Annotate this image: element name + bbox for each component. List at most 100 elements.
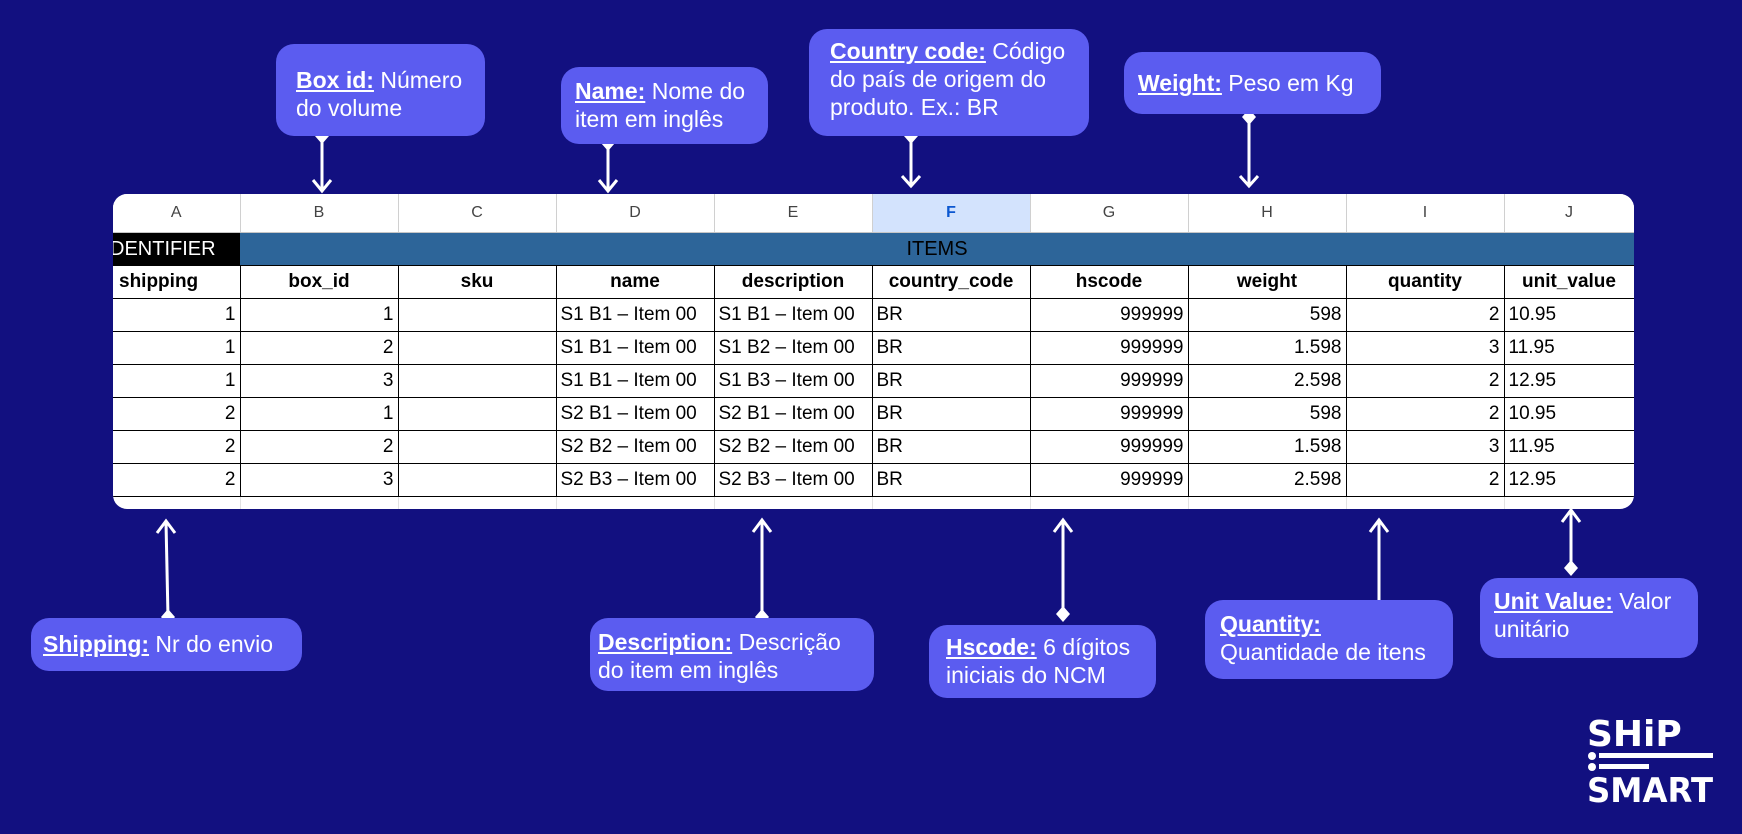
cell-hscode[interactable]: 999999 — [1030, 463, 1189, 497]
cell-description[interactable]: S2 B2 – Item 00 — [714, 430, 873, 464]
cell-country-code[interactable]: BR — [872, 430, 1031, 464]
cell-description[interactable]: S2 B3 – Item 00 — [714, 463, 873, 497]
field-header-description[interactable]: description — [714, 265, 873, 299]
cell-quantity[interactable]: 2 — [1346, 397, 1505, 431]
cell-unit-value[interactable]: 11.95 — [1504, 430, 1634, 464]
column-header-d[interactable]: D — [556, 194, 715, 233]
cell-weight[interactable]: 1.598 — [1188, 430, 1347, 464]
cell-name[interactable]: S1 B1 – Item 00 — [556, 331, 715, 365]
cell-name[interactable]: S1 B1 – Item 00 — [556, 364, 715, 398]
cell-name[interactable]: S2 B3 – Item 00 — [556, 463, 715, 497]
cell-country-code[interactable]: BR — [872, 397, 1031, 431]
field-header-quantity[interactable]: quantity — [1346, 265, 1505, 299]
group-header-row: DENTIFIER ITEMS — [113, 232, 1634, 266]
cell-unit-value[interactable]: 11.95 — [1504, 331, 1634, 365]
cell-weight[interactable]: 598 — [1188, 397, 1347, 431]
cell-weight[interactable]: 2.598 — [1188, 364, 1347, 398]
column-header-e[interactable]: E — [714, 194, 873, 233]
cell-description[interactable]: S2 B1 – Item 00 — [714, 397, 873, 431]
field-header-country-code[interactable]: country_code — [872, 265, 1031, 299]
field-header-name[interactable]: name — [556, 265, 715, 299]
cell-hscode[interactable]: 999999 — [1030, 397, 1189, 431]
column-header-f[interactable]: F — [872, 194, 1031, 233]
column-header-c[interactable]: C — [398, 194, 557, 233]
field-header-shipping[interactable]: shipping — [113, 265, 241, 299]
cell-sku[interactable] — [398, 298, 557, 332]
cell-description[interactable]: S1 B1 – Item 00 — [714, 298, 873, 332]
column-header-a[interactable]: A — [113, 194, 241, 233]
callout-text: Nr do envio — [149, 631, 274, 657]
name-callout: Name: Nome do item em inglês — [561, 67, 768, 144]
cell-box-id[interactable]: 1 — [240, 298, 399, 332]
cell-unit-value[interactable]: 12.95 — [1504, 463, 1634, 497]
field-header-box-id[interactable]: box_id — [240, 265, 399, 299]
cell-unit-value[interactable]: 12.95 — [1504, 364, 1634, 398]
cell-sku[interactable] — [398, 430, 557, 464]
cell-box-id[interactable]: 1 — [240, 397, 399, 431]
callout-text: Número do volume — [296, 67, 463, 121]
column-header-g[interactable]: G — [1030, 194, 1189, 233]
column-header-i[interactable]: I — [1346, 194, 1505, 233]
cell-name[interactable]: S1 B1 – Item 00 — [556, 298, 715, 332]
cell-hscode[interactable]: 999999 — [1030, 364, 1189, 398]
identifier-group-cell[interactable]: DENTIFIER — [113, 232, 240, 266]
cell-hscode[interactable]: 999999 — [1030, 331, 1189, 365]
cell-hscode[interactable]: 999999 — [1030, 430, 1189, 464]
cell-country-code[interactable]: BR — [872, 331, 1031, 365]
column-header-row: A B C D E F G H I J — [113, 194, 1634, 233]
cell-quantity[interactable]: 2 — [1346, 298, 1505, 332]
callout-text: Nome do item em inglês — [575, 78, 746, 132]
cell-box-id[interactable]: 2 — [240, 331, 399, 365]
cell-shipping[interactable]: 1 — [113, 364, 241, 398]
callout-term: Hscode: — [946, 634, 1037, 660]
items-group-cell[interactable]: ITEMS — [240, 232, 1634, 266]
cell-sku[interactable] — [398, 331, 557, 365]
box-id-callout: Box id: Número do volume — [276, 44, 485, 136]
callout-term: Unit Value: — [1494, 588, 1613, 614]
cell-weight[interactable]: 2.598 — [1188, 463, 1347, 497]
cell-shipping[interactable]: 2 — [113, 430, 241, 464]
cell-shipping[interactable]: 2 — [113, 397, 241, 431]
cell-weight[interactable]: 598 — [1188, 298, 1347, 332]
cell-country-code[interactable]: BR — [872, 364, 1031, 398]
field-header-hscode[interactable]: hscode — [1030, 265, 1189, 299]
column-header-j[interactable]: J — [1504, 194, 1634, 233]
callout-term: Description: — [598, 629, 733, 655]
cell-shipping[interactable]: 1 — [113, 331, 241, 365]
callout-term: Quantity: — [1220, 611, 1321, 637]
field-header-sku[interactable]: sku — [398, 265, 557, 299]
cell-quantity[interactable]: 2 — [1346, 463, 1505, 497]
field-header-unit-value[interactable]: unit_value — [1504, 265, 1634, 299]
column-header-h[interactable]: H — [1188, 194, 1347, 233]
cell-description[interactable]: S1 B3 – Item 00 — [714, 364, 873, 398]
field-header-weight[interactable]: weight — [1188, 265, 1347, 299]
cell-quantity[interactable]: 3 — [1346, 331, 1505, 365]
cell-quantity[interactable]: 3 — [1346, 430, 1505, 464]
cell-unit-value[interactable]: 10.95 — [1504, 298, 1634, 332]
cell-quantity[interactable]: 2 — [1346, 364, 1505, 398]
cell-sku[interactable] — [398, 364, 557, 398]
cell-hscode[interactable]: 999999 — [1030, 298, 1189, 332]
cell-name[interactable]: S2 B2 – Item 00 — [556, 430, 715, 464]
cell-box-id[interactable]: 3 — [240, 463, 399, 497]
cell-unit-value[interactable]: 10.95 — [1504, 397, 1634, 431]
cell-shipping[interactable]: 1 — [113, 298, 241, 332]
cell-box-id[interactable]: 3 — [240, 364, 399, 398]
cell-shipping[interactable]: 2 — [113, 463, 241, 497]
cell-description[interactable]: S1 B2 – Item 00 — [714, 331, 873, 365]
cell-sku[interactable] — [398, 463, 557, 497]
logo-line2: SMART — [1587, 771, 1714, 807]
cell-country-code[interactable]: BR — [872, 298, 1031, 332]
cell-country-code[interactable]: BR — [872, 463, 1031, 497]
column-header-b[interactable]: B — [240, 194, 399, 233]
callout-text: Valor unitário — [1494, 588, 1672, 642]
description-arrow — [751, 517, 773, 625]
cell-box-id[interactable]: 2 — [240, 430, 399, 464]
callout-term: Weight: — [1138, 70, 1222, 96]
cell-name[interactable]: S2 B1 – Item 00 — [556, 397, 715, 431]
cell-sku[interactable] — [398, 397, 557, 431]
cell-weight[interactable]: 1.598 — [1188, 331, 1347, 365]
